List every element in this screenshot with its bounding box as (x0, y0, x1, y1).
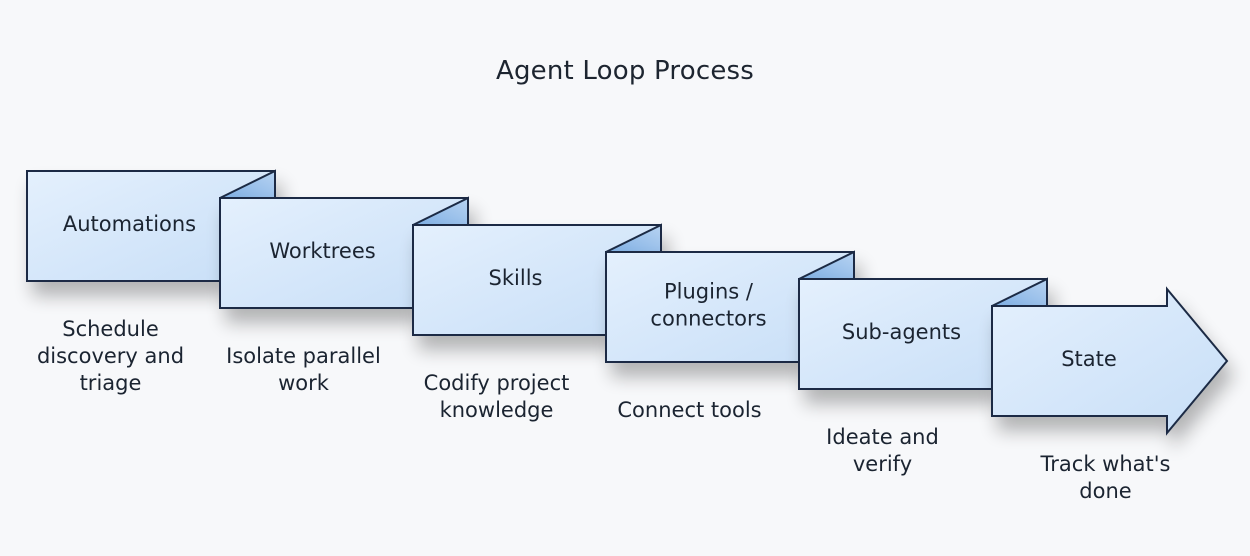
stage-description-6-line: done (1079, 479, 1131, 503)
stage-label-3-line: Skills (489, 266, 543, 290)
stage-description-6: Track what's done (1040, 452, 1171, 503)
stage-label-3: Skills (489, 266, 543, 290)
stage-label-4-line: Plugins / (664, 280, 754, 304)
stage-label-4-line: connectors (650, 307, 766, 331)
stage-description-1-line: Schedule (62, 317, 159, 341)
stage-description-1: Schedule discovery and triage (37, 317, 184, 395)
stage-description-3: Codify project knowledge (424, 371, 570, 422)
stage-description-2: Isolate parallel work (226, 344, 381, 395)
stage-label-4: Plugins / connectors (650, 280, 766, 331)
stage-label-2: Worktrees (269, 239, 375, 263)
stage-label-1-line: Automations (63, 212, 196, 236)
diagram-title: Agent Loop Process (495, 56, 755, 86)
stage-description-1-line: discovery and (37, 344, 184, 368)
stage-label-5-line: Sub-agents (842, 320, 961, 344)
stage-description-6-line: Track what's (1040, 452, 1171, 476)
stage-label-1: Automations (63, 212, 196, 236)
stage-description-2-line: work (278, 371, 330, 395)
stage-description-3-line: Codify project (424, 371, 570, 395)
stage-description-5-line: Ideate and (826, 425, 939, 449)
stage-label-5: Sub-agents (842, 320, 961, 344)
stage-description-4: Connect tools (617, 398, 761, 422)
stage-panel-3 (412, 223, 662, 336)
stage-description-5: Ideate and verify (826, 425, 939, 476)
stage-label-2-line: Worktrees (269, 239, 375, 263)
stage-description-1-line: triage (80, 371, 142, 395)
stage-description-2-line: Isolate parallel (226, 344, 381, 368)
stage-panel-5 (798, 277, 1048, 390)
stage-label-6: State (1061, 347, 1117, 371)
stage-description-3-line: knowledge (440, 398, 554, 422)
stage-description-5-line: verify (853, 452, 912, 476)
stage-panel-6 (991, 286, 1229, 436)
stage-label-6-line: State (1061, 347, 1117, 371)
stage-description-4-line: Connect tools (617, 398, 761, 422)
